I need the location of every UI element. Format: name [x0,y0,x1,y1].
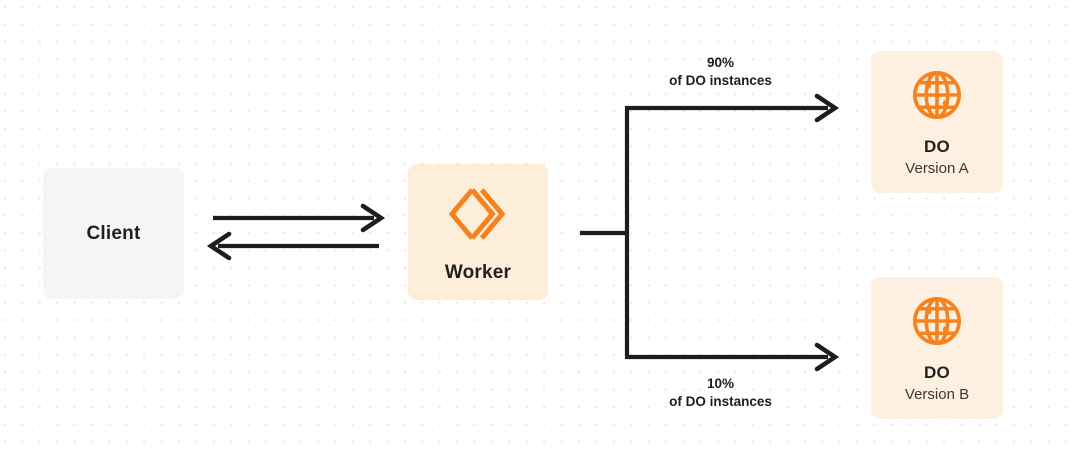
node-do-b-label: DO [924,363,950,382]
node-worker-label: Worker [444,262,512,283]
node-do-version-b[interactable]: DO Version B [871,277,1003,419]
arrow-client-to-worker [213,203,386,233]
node-do-b-sublabel: Version B [904,386,970,403]
cloudflare-workers-logo-icon [447,186,509,242]
edge-label-do-b: 10% of DO instances [628,375,813,411]
edge-label-do-b-percent: 10% [706,376,735,391]
branch-connector-worker-to-do [580,93,840,372]
node-client-label: Client [86,222,141,244]
arrow-worker-to-client [206,231,379,261]
node-do-a-sublabel: Version A [905,160,969,177]
node-do-version-a[interactable]: DO Version A [871,51,1003,193]
node-do-a-label: DO [924,137,950,156]
globe-icon [909,293,965,349]
edge-label-do-a-percent: 90% [706,55,735,70]
globe-icon [909,67,965,123]
node-client[interactable]: Client [43,168,184,299]
edge-label-do-a-caption: of DO instances [669,73,772,88]
node-worker[interactable]: Worker [408,164,548,300]
edge-label-do-a: 90% of DO instances [628,54,813,90]
edge-label-do-b-caption: of DO instances [669,394,772,409]
